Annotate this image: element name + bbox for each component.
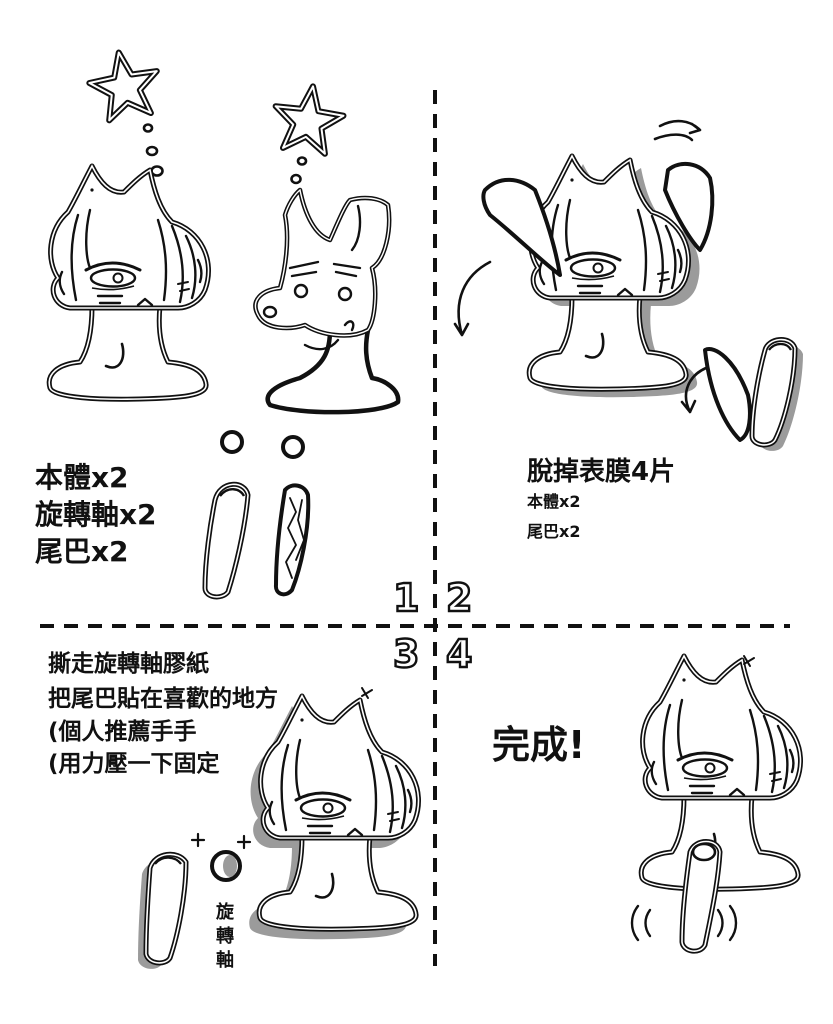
star-icon	[85, 47, 164, 123]
tail-with-film-drawing	[273, 483, 311, 597]
rotation-axis-label: 旋轉軸	[213, 902, 234, 974]
thought-dots	[290, 156, 308, 185]
cat-body-drawing	[259, 696, 418, 929]
panel-3-art	[138, 687, 419, 969]
panel-2-art	[453, 119, 803, 451]
step-number-2: 2	[445, 576, 474, 620]
rotation-axis-drawing	[220, 430, 305, 459]
step-3-instruction: (用力壓一下固定	[48, 751, 220, 777]
step-2-title: 脫掉表膜4片	[527, 457, 676, 487]
tail-attached-drawing	[679, 839, 723, 954]
step-number-3: 3	[392, 632, 421, 676]
parts-list-item: 本體x2	[35, 461, 129, 494]
step-3-instruction: 撕走旋轉軸膠紙	[48, 651, 209, 677]
step-3-instruction: (個人推薦手手	[48, 719, 197, 745]
step-2-list-item: 本體x2	[527, 492, 581, 511]
step-number-4: 4	[445, 632, 474, 676]
thought-dots	[142, 123, 164, 177]
panel-1-art	[49, 47, 401, 600]
motion-lines-icon	[630, 904, 738, 942]
step-number-1: 1	[392, 576, 421, 620]
tail-drawing	[202, 481, 251, 600]
panel-4-art	[630, 655, 801, 954]
rotation-axis-drawing	[190, 832, 252, 882]
peel-film-drawing	[481, 161, 752, 442]
step-2-list-item: 尾巴x2	[527, 522, 581, 541]
film-cover-drawing	[253, 187, 401, 415]
sparkle-mark	[361, 687, 373, 699]
star-icon	[270, 82, 347, 156]
sparkle-mark	[743, 655, 755, 667]
tail-drawing	[749, 337, 803, 451]
completion-title: 完成!	[492, 723, 586, 767]
tail-drawing	[138, 851, 189, 969]
step-3-instruction: 把尾巴貼在喜歡的地方	[48, 686, 278, 712]
motion-arrow-icon	[453, 119, 708, 414]
parts-list-item: 旋轉軸x2	[35, 498, 157, 531]
cat-body-drawing	[49, 166, 208, 399]
parts-list-item: 尾巴x2	[35, 535, 129, 568]
